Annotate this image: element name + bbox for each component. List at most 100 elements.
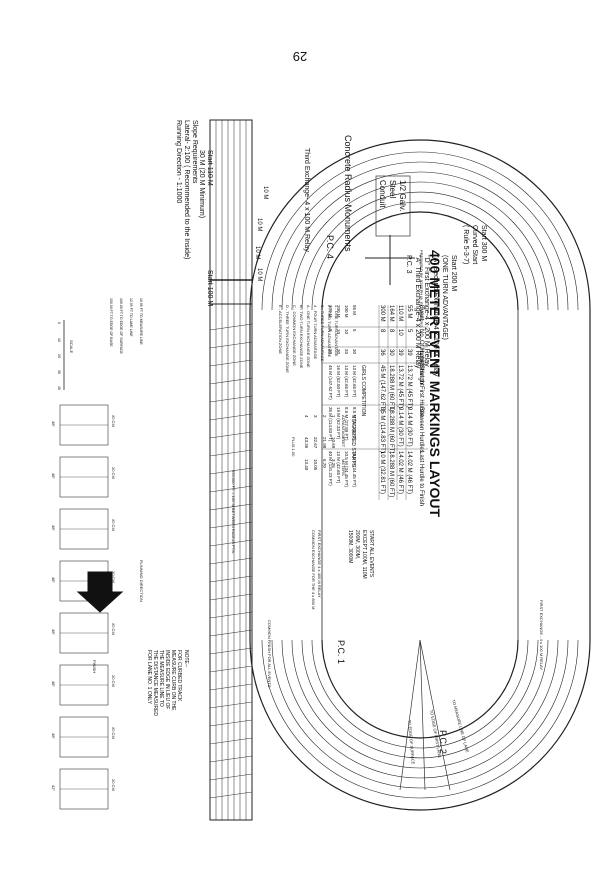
hurdle-table-header: Between Hurdles <box>418 407 424 453</box>
start-300-line: Start 300 M <box>480 225 487 261</box>
girls-table-cell: 8.5 M (27.89 FT) <box>352 407 357 441</box>
girls-table-cell: 19 M (62.33 FT) <box>336 407 341 440</box>
staggered-cell: 10.05 <box>313 459 318 471</box>
note-line: MEASURE CURB ON THE <box>170 650 176 711</box>
legend-line: 4 - FOUR TURN ADVANTAGE <box>313 305 318 360</box>
hatch-mark <box>209 719 253 727</box>
layout-title: 400 METER EVENT MARKINGS LAYOUT <box>427 250 443 518</box>
concrete-block: Concrete Radius Monuments P.C. 4 <box>325 135 353 259</box>
pc2-label: P.C. 2 <box>438 730 448 754</box>
radius-lines <box>399 639 451 791</box>
lane-gap-label: 20 CM <box>111 727 116 739</box>
slope-block: Slope Requirements Lateral- 2:100 ( Reco… <box>175 120 198 259</box>
hatch-mark <box>209 755 253 763</box>
radius-notes: TO MEASURE LINE OF LANE TO EDGE OF FIRST… <box>407 699 470 765</box>
hatch-mark <box>209 341 253 349</box>
lane-width-label: 48" <box>51 681 56 687</box>
staggered-title: STAGGERED STARTS <box>350 415 356 467</box>
girls-table-cell: 200 M <box>336 305 341 318</box>
start-events-line: 200M, 300M, <box>354 530 360 559</box>
scale-title: SCALE <box>69 340 74 353</box>
hatch-mark <box>209 611 253 619</box>
measure-note: 10.06 FT TO MEASURE LINE <box>139 298 143 345</box>
straight-length: 335.000 FT. = 100 M BETWEEN RADIUS PTS. <box>231 470 236 554</box>
staggered-cell: 43.36 <box>304 437 309 449</box>
hatch-mark <box>209 431 253 439</box>
hatch-mark <box>209 449 253 457</box>
hurdle-table-cell: 14.02 M (46 FT) <box>397 451 403 494</box>
curve-marker: 10 M <box>254 246 260 259</box>
curve-marker: 10 M <box>262 186 268 199</box>
girls-table-cell: 40 M (131.23 FT) <box>328 451 333 486</box>
legend-line: 2 - TWO TURN ADVANTAGE <box>327 305 332 357</box>
staggered-cell: 1 <box>331 415 336 418</box>
staggered-cell: 3.26 <box>331 459 336 468</box>
note-title: NOTE-- <box>183 650 189 668</box>
start-100-label: Start 100 M <box>206 270 213 306</box>
start-300-block: Start 300 M Curved Start ( Rule 5-3-7) <box>462 225 487 264</box>
girls-table-cell: 30 <box>352 349 357 355</box>
monument-crosshair <box>365 235 415 285</box>
hurdle-table-cell: 8 <box>388 329 394 333</box>
hurdle-table-header: Event <box>418 305 424 321</box>
lane-gap-label: 20 CM <box>111 467 116 479</box>
running-direction-label: RUNNING DIRECTION <box>139 560 144 602</box>
hurdle-table-cell: 30 <box>388 349 394 356</box>
lane-width-label: 48" <box>51 525 56 531</box>
hurdle-table-cell: 10 <box>397 329 403 336</box>
finish-all-label: COMMON FINISH FOR ALL EVENTS <box>267 620 272 688</box>
hurdle-table-cell: 9.14 M (30 FT) <box>406 407 412 447</box>
staggered-cell: 2 <box>322 415 327 418</box>
conduit-block: 1/2 Galv. Steel Conduit <box>375 175 411 237</box>
girls-table-cell: 33 <box>344 349 349 355</box>
exchange-line: "A" Second Exchange-4 x 100 M Relay <box>432 255 439 377</box>
hatch-mark <box>209 575 253 583</box>
hurdle-table-header: Last Hurdle to Finish <box>418 451 424 506</box>
note-line: THE MEASURE LINE TO <box>158 650 164 707</box>
conduit-line: Conduit <box>378 180 387 208</box>
third-exchange: Third Exchange- 4 x 100 M Relay <box>303 148 310 252</box>
slope-line: Running Direction - 1:1000 <box>175 120 182 203</box>
slope-line: Lateral- 2:100 ( Recommended to the Insi… <box>183 120 190 259</box>
start-200-block: Start 200 M (ONE TURN ADVANTAGE) "A" Sec… <box>405 255 457 377</box>
hurdle-table-cell: 36 <box>379 349 385 356</box>
start-events-line: EXCEPT 100M, 110M <box>361 530 367 579</box>
hatch-mark <box>209 629 253 637</box>
hurdle-table-cell: 14.02 M (46 FT) <box>406 451 412 494</box>
hurdle-table-cell: 10 M (32.81 FT) <box>379 451 385 494</box>
girls-table-cell: 13 M (42.65 FT) <box>344 365 349 398</box>
lane-width-label: 42" <box>51 785 56 791</box>
hurdle-table-cell: 45 M (147.62 FT) <box>379 365 385 411</box>
hurdle-table-cell: 18.288 M (60 FT) <box>388 407 394 453</box>
start-label: START <box>92 580 97 593</box>
girls-table-cell: 300 M <box>328 305 333 318</box>
scale-tick: 20 <box>57 354 61 358</box>
girls-table-cell: 10.5 M (34.45 FT) <box>352 451 357 488</box>
pc2-block: P.C. 2 <box>438 730 448 754</box>
staggered-cell: 21.98 <box>322 437 327 449</box>
straight-length-label: 335.000 FT. = 100 M BETWEEN RADIUS PTS. <box>231 470 236 554</box>
pc3-label: P.C. 3 <box>405 255 412 274</box>
measure-note: 100.00 FT TO EDGE OF SURFACE <box>119 298 123 354</box>
start-300-line: Curved Start <box>471 225 478 264</box>
lane-hatch-marks <box>209 323 253 799</box>
hurdle-table-cell: 5 <box>406 329 412 333</box>
girls-table-title: GIRLS COMPETITION <box>360 365 366 417</box>
lane-gap-label: 20 CM <box>111 415 116 427</box>
hatch-mark <box>209 791 253 799</box>
page-number: 29 <box>293 49 307 64</box>
title-block: 400 METER EVENT MARKINGS LAYOUT PREPARED… <box>419 250 443 518</box>
exchange-top: FIRST EXCHANGE - 4 x 100 M RELAY <box>539 600 544 670</box>
exchange-top-label: FIRST EXCHANGE - 4 x 100 M RELAY <box>539 600 544 670</box>
girls-table-cell: 55 M <box>352 305 357 315</box>
hatch-mark <box>209 683 253 691</box>
staggered-starts-table: STAGGERED STARTSADVANTAGEFEETMETERS110.6… <box>291 415 356 476</box>
legend-line: 3 - THREE TURN ADVANTAGE <box>320 305 325 362</box>
staggered-header: METERS <box>341 459 346 476</box>
hurdle-table-cell: 9.14 M (30 FT) <box>397 407 403 447</box>
measure-note: 12.09 FT TO LANE LINE <box>129 298 133 337</box>
hurdle-table-cell: 18.288 M (60 FT) <box>388 451 394 497</box>
start-200-line: Start 200 M <box>450 255 457 291</box>
